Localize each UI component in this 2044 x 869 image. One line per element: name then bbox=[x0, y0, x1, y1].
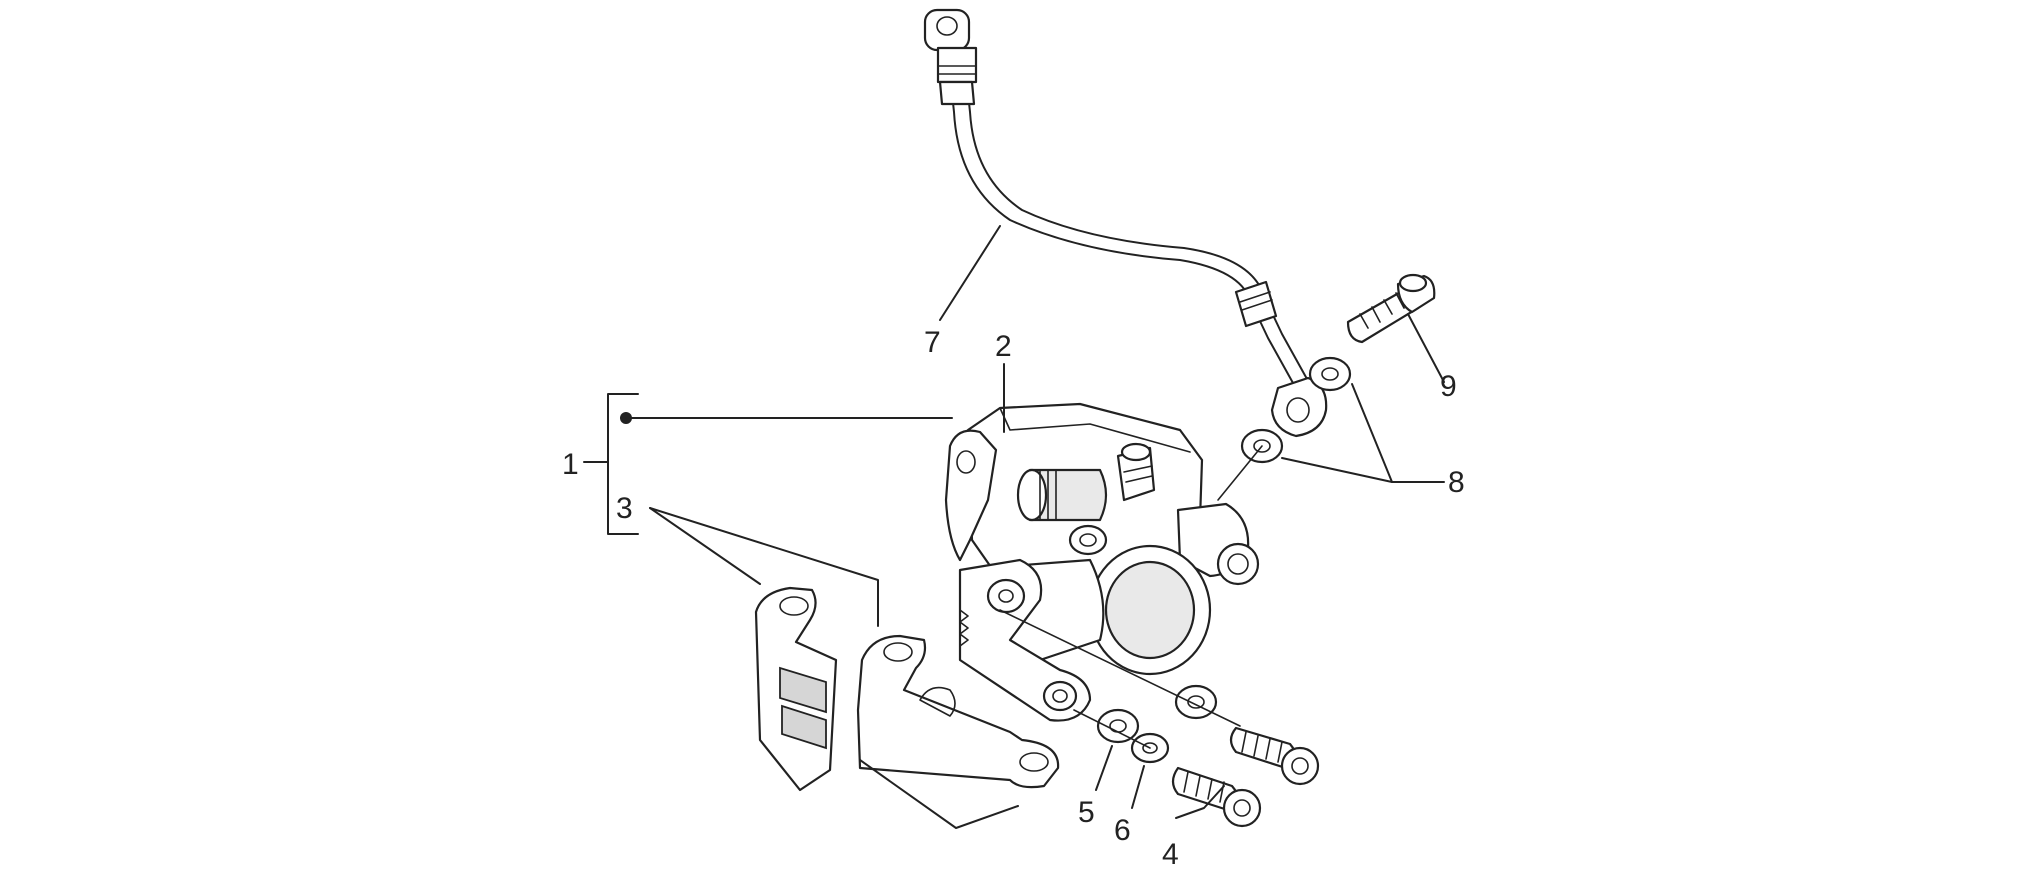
leader-lines bbox=[583, 225, 1445, 829]
sealing-washers bbox=[1240, 356, 1352, 464]
callout-2: 2 bbox=[995, 330, 1012, 363]
brake-pads bbox=[754, 586, 1060, 792]
brake-caliper bbox=[944, 402, 1260, 722]
callout-3: 3 bbox=[616, 492, 633, 525]
callout-4: 4 bbox=[1162, 838, 1179, 869]
caliper-bolts bbox=[1171, 726, 1320, 828]
callout-6: 6 bbox=[1114, 814, 1131, 847]
callout-7: 7 bbox=[924, 326, 941, 359]
callout-1: 1 bbox=[562, 448, 579, 481]
callout-5: 5 bbox=[1078, 796, 1095, 829]
callout-labels: 1 2 3 4 5 6 7 8 9 bbox=[562, 326, 1465, 869]
washers bbox=[1096, 684, 1218, 764]
banjo-bolt bbox=[1346, 273, 1436, 344]
callout-8: 8 bbox=[1448, 466, 1465, 499]
brake-hose bbox=[923, 8, 1328, 438]
callout-9: 9 bbox=[1440, 370, 1457, 403]
